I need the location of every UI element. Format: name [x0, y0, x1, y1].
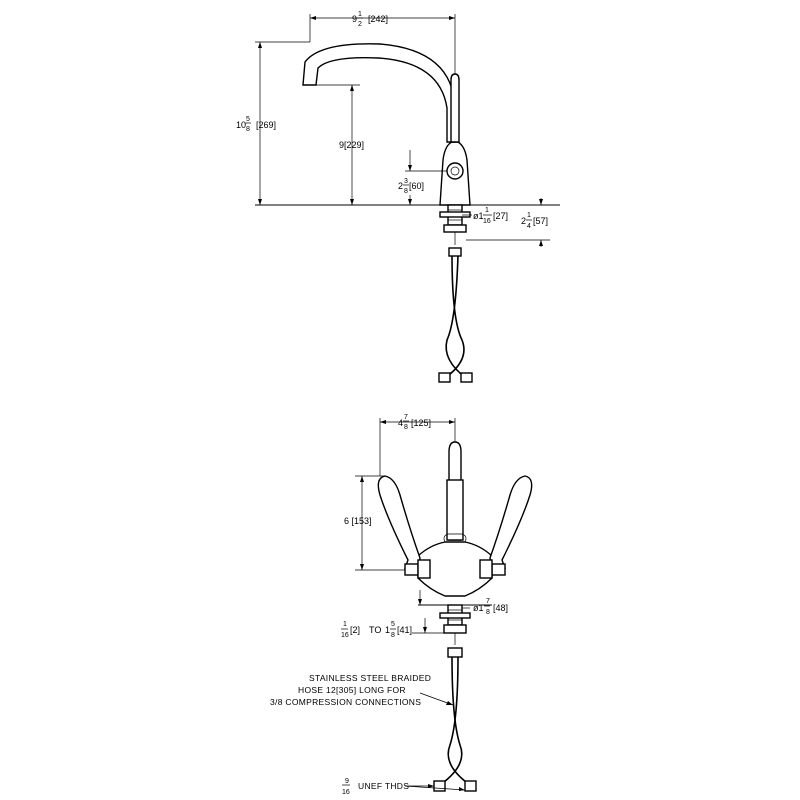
deck-min-mm: [2] [350, 625, 360, 635]
deck-max-num: 5 [391, 621, 395, 628]
front-left-wrist-handle [377, 475, 421, 569]
deck-max-whole: 1 [385, 625, 390, 635]
hose-note-line1: STAINLESS STEEL BRAIDED [309, 673, 431, 683]
front-base-prefix: ø1 [473, 603, 484, 613]
front-base-mm: [48] [493, 603, 508, 613]
front-width-whole: 4 [398, 418, 403, 428]
deck-to: TO [369, 625, 381, 635]
front-right-wrist-handle [489, 475, 533, 569]
side-handle-frac-den: 8 [404, 188, 408, 195]
side-handle-mm: [60] [409, 181, 424, 191]
front-width-frac-num: 7 [404, 414, 408, 421]
side-view: 9 1 2 [242] 10 5 8 [269] 9[229] 2 3 8 [6… [236, 11, 560, 383]
front-width-frac-den: 8 [404, 424, 408, 431]
front-hose-fitting-right [464, 780, 477, 792]
side-hose-fitting-right [460, 372, 473, 383]
side-height-whole: 10 [236, 120, 246, 130]
deck-max-den: 8 [391, 632, 395, 639]
side-shank-frac-num: 1 [485, 207, 489, 214]
front-hose-fitting-left [433, 780, 446, 792]
side-shank-mm: [27] [493, 211, 508, 221]
side-lever-handle [450, 73, 460, 143]
side-width-whole: 9 [352, 14, 357, 24]
side-width-frac-num: 1 [358, 11, 362, 18]
side-handle-whole: 2 [398, 181, 403, 191]
deck-max-mm: [41] [397, 625, 412, 635]
front-base-frac-num: 7 [486, 598, 490, 605]
hose-note-line3: 3/8 COMPRESSION CONNECTIONS [270, 697, 421, 707]
side-shank-prefix: ø1 [473, 211, 484, 221]
side-handle-hub [446, 162, 464, 180]
deck-min-num: 1 [343, 621, 347, 628]
side-handle-frac-num: 3 [404, 178, 408, 185]
front-base-frac-den: 8 [486, 609, 490, 616]
thread-frac-num: 9 [345, 778, 349, 785]
front-width-mm: [125] [411, 418, 431, 428]
side-height-frac-num: 5 [246, 116, 250, 123]
side-hose-left [444, 254, 465, 379]
front-view: 4 7 8 [125] 6 [153] ø1 7 8 [48] 1 16 [2]… [270, 414, 533, 796]
side-shanklen-frac-num: 1 [527, 212, 531, 219]
deck-min-den: 16 [341, 632, 349, 639]
side-shanklen-whole: 2 [521, 216, 526, 226]
side-spout-height: 9[229] [339, 140, 364, 150]
hose-note-line2: HOSE 12[305] LONG FOR [298, 685, 406, 695]
side-shank-frac-den: 16 [483, 218, 491, 225]
side-height-frac-den: 8 [246, 126, 250, 133]
side-width-mm: [242] [368, 14, 388, 24]
side-shanklen-mm: [57] [533, 216, 548, 226]
side-width-frac-den: 2 [358, 21, 362, 28]
front-handle-height: 6 [153] [344, 516, 372, 526]
thread-frac-den: 16 [342, 789, 350, 796]
side-hose-fitting-left [438, 372, 451, 383]
side-spout [302, 43, 456, 143]
thread-note-text: UNEF THDS [358, 781, 409, 791]
side-height-mm: [269] [256, 120, 276, 130]
side-shanklen-frac-den: 4 [527, 223, 531, 230]
